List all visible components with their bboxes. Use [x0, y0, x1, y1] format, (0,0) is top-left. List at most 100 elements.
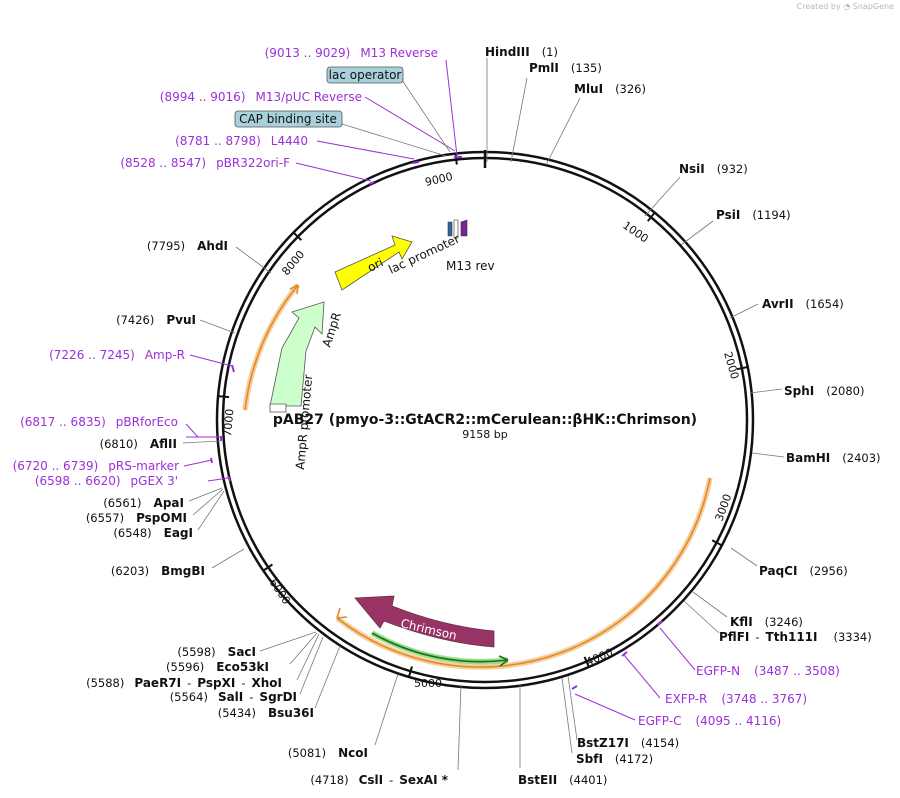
leader-bstz17i	[567, 675, 578, 741]
enzyme-hindiii: HindIII(1)	[485, 45, 558, 59]
backbone-tick	[262, 563, 274, 572]
leader-ncoi	[374, 673, 399, 746]
backbone-tick	[711, 539, 723, 547]
backbone-tick	[407, 666, 413, 678]
backbone-tick	[736, 366, 748, 371]
leader-pmli	[510, 77, 528, 163]
leader-aflii	[182, 440, 221, 444]
leader-eagi	[197, 490, 225, 531]
leader-pbrforeco	[185, 423, 199, 438]
orf-arcs	[242, 283, 713, 670]
enzyme-bstz17i: BstZ17I(4154)	[577, 736, 679, 750]
enzyme-paqci: PaqCI(2956)	[759, 564, 848, 578]
leader-egfp-n	[659, 627, 696, 671]
ampr-feature	[269, 301, 325, 407]
tick-7000: 7000	[221, 408, 236, 437]
snapgene-credit: Created by ◔ SnapGene	[797, 2, 894, 11]
site-exfp-r	[621, 651, 628, 657]
leader-pvui	[199, 319, 236, 334]
primer-pbr322ori-f: (8528 .. 8547)pBR322ori-F	[120, 156, 290, 170]
primer-m13-puc-reverse: (8994 .. 9016)M13/pUC Reverse	[160, 90, 362, 104]
m13-rev-label: M13 rev	[446, 259, 495, 273]
orf-arc-arrowhead	[336, 607, 348, 619]
leader-avrii	[729, 303, 759, 319]
site-amp-r	[231, 364, 235, 373]
site-l4440	[412, 161, 420, 164]
enzyme-csli-sexai: (4718)CslI-SexAI *	[310, 773, 448, 787]
enzyme-pvui: (7426)PvuI	[116, 313, 196, 327]
green-arc	[371, 632, 509, 663]
enzyme-saci: (5598)SacI	[177, 645, 256, 659]
primer-pbrforeco: (6817 .. 6835)pBRforEco	[20, 415, 178, 429]
primer-amp-r: (7226 .. 7245)Amp-R	[49, 348, 185, 362]
leader-nsii	[644, 176, 681, 217]
leader-pbr322ori-f	[295, 162, 372, 182]
enzyme-pspomi: (6557)PspOMI	[86, 511, 187, 525]
leader-mlui	[545, 97, 581, 166]
leader-egfp-c	[574, 693, 636, 721]
leader-lac-operator	[401, 79, 451, 153]
enzyme-eagi: (6548)EagI	[113, 526, 193, 540]
enzyme-eco53ki: (5596)Eco53kI	[166, 660, 269, 674]
leader-apai	[188, 487, 223, 502]
leader-bmgbi	[211, 548, 245, 569]
ampr-orf-arrowhead	[289, 284, 299, 295]
enzyme-sphi: SphI(2080)	[784, 384, 865, 398]
leader-amp-r	[189, 354, 233, 367]
leader-psii	[680, 220, 714, 246]
backbone-ticks	[217, 150, 748, 678]
leader-bsu36i	[314, 645, 341, 709]
tick-4000: 4000	[584, 646, 615, 669]
site-pbr322ori-f	[368, 181, 375, 185]
box-leaders	[341, 79, 451, 157]
ori-label: ori	[365, 255, 385, 274]
primer-sites	[210, 156, 663, 690]
features	[269, 219, 495, 648]
leader-sbfi	[561, 677, 573, 754]
cap-binding-text: CAP binding site	[239, 112, 337, 126]
enzyme-kfli: KflI(3246)	[730, 615, 803, 629]
orf-arc-glow	[335, 477, 713, 670]
enzyme-ncoi: (5081)NcoI	[288, 746, 368, 760]
site-prs-marker	[210, 457, 213, 464]
enzyme-psii: PsiI(1194)	[716, 208, 791, 222]
orf-arc	[336, 477, 711, 668]
backbone-tick	[292, 231, 303, 241]
lac-operator-feature	[453, 219, 459, 239]
enzyme-nsii: NsiI(932)	[679, 162, 748, 176]
enzyme-mlui: MluI(326)	[574, 82, 646, 96]
site-egfp-n	[657, 620, 663, 626]
leader-saci	[259, 631, 317, 652]
tick-5000: 5000	[414, 677, 442, 690]
leader-pgex3	[207, 477, 229, 482]
backbone-tick	[454, 153, 458, 165]
ori-feature	[334, 235, 413, 291]
lac-operator-box: lac operator	[326, 66, 404, 84]
leader-csli	[457, 684, 462, 771]
leader-pflfi	[683, 600, 720, 634]
leader-ahdi	[235, 246, 272, 274]
site-pgex3	[227, 475, 231, 482]
backbone-tick	[647, 211, 656, 222]
leader-prs-marker	[183, 459, 213, 467]
m13-rev-feature	[460, 219, 468, 237]
leader-kfli	[692, 591, 728, 618]
snapgene-logo-icon: ◔	[843, 2, 851, 11]
site-egfp-c	[571, 685, 578, 690]
leader-lines	[182, 58, 785, 771]
leader-paer7i	[296, 633, 320, 681]
leader-exfp-r	[623, 654, 661, 699]
lac-operator-text: lac operator	[329, 68, 402, 82]
primer-m13-reverse: (9013 .. 9029)M13 Reverse	[265, 46, 438, 60]
primer-egfp-c: EGFP-C(4095 .. 4116)	[638, 714, 781, 728]
enzyme-labels-left: (4718)CslI-SexAI * (5081)NcoI (5434)Bsu3…	[86, 239, 449, 787]
enzyme-avrii: AvrII(1654)	[762, 297, 844, 311]
chrimson-feature	[354, 595, 495, 648]
plasmid-title: pAB27 (pmyo-3::GtACR2::mCerulean::βHK::C…	[273, 412, 697, 428]
enzyme-aflii: (6810)AflII	[100, 437, 177, 451]
green-arc-arrowhead	[498, 655, 509, 667]
enzyme-labels: HindIII(1) PmlI(135) MluI(326) NsiI(932)…	[485, 45, 881, 787]
created-by-text: Created by	[796, 2, 841, 11]
enzyme-sbfi: SbfI(4172)	[576, 752, 653, 766]
